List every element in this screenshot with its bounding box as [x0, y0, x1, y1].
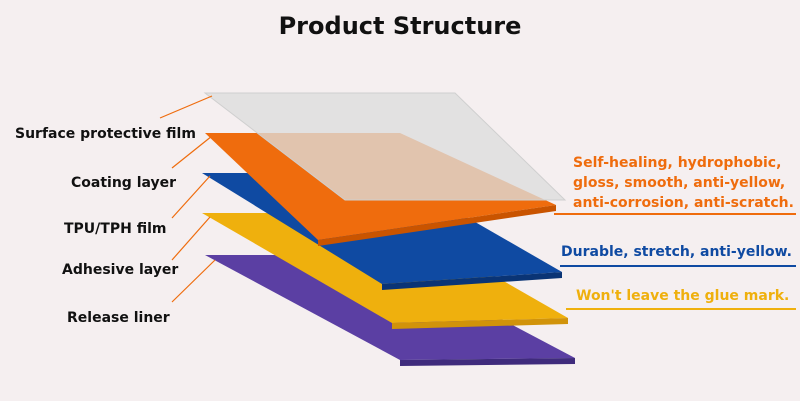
leader-adhesive	[171, 216, 211, 261]
tpu-description: Durable, stretch, anti-yellow.	[561, 244, 792, 260]
adhesive-edge	[392, 318, 568, 329]
label-adhesive-layer: Adhesive layer	[62, 262, 179, 278]
adhesive-description: Won't leave the glue mark.	[576, 288, 790, 304]
leader-surface	[159, 95, 213, 119]
label-surface-protective-film: Surface protective film	[15, 126, 196, 142]
leader-release	[171, 259, 216, 303]
label-tpu-tph-film: TPU/TPH film	[64, 221, 167, 237]
surface-film-layer	[203, 92, 567, 201]
coating-description-line-3: anti-corrosion, anti-scratch.	[573, 195, 794, 211]
diagram-title: Product Structure	[278, 12, 522, 40]
label-coating-layer: Coating layer	[71, 175, 177, 191]
coating-description-line-1: Self-healing, hydrophobic,	[573, 155, 782, 171]
coating-description-line-2: gloss, smooth, anti-yellow,	[573, 175, 786, 191]
coating-description: Self-healing, hydrophobic, gloss, smooth…	[573, 153, 794, 213]
leader-tpu	[171, 175, 211, 219]
release-liner-edge	[400, 358, 575, 366]
leader-coating	[171, 135, 213, 169]
tpu-film-edge	[382, 272, 562, 290]
label-release-liner: Release liner	[67, 310, 170, 326]
coating-edge	[318, 205, 556, 246]
